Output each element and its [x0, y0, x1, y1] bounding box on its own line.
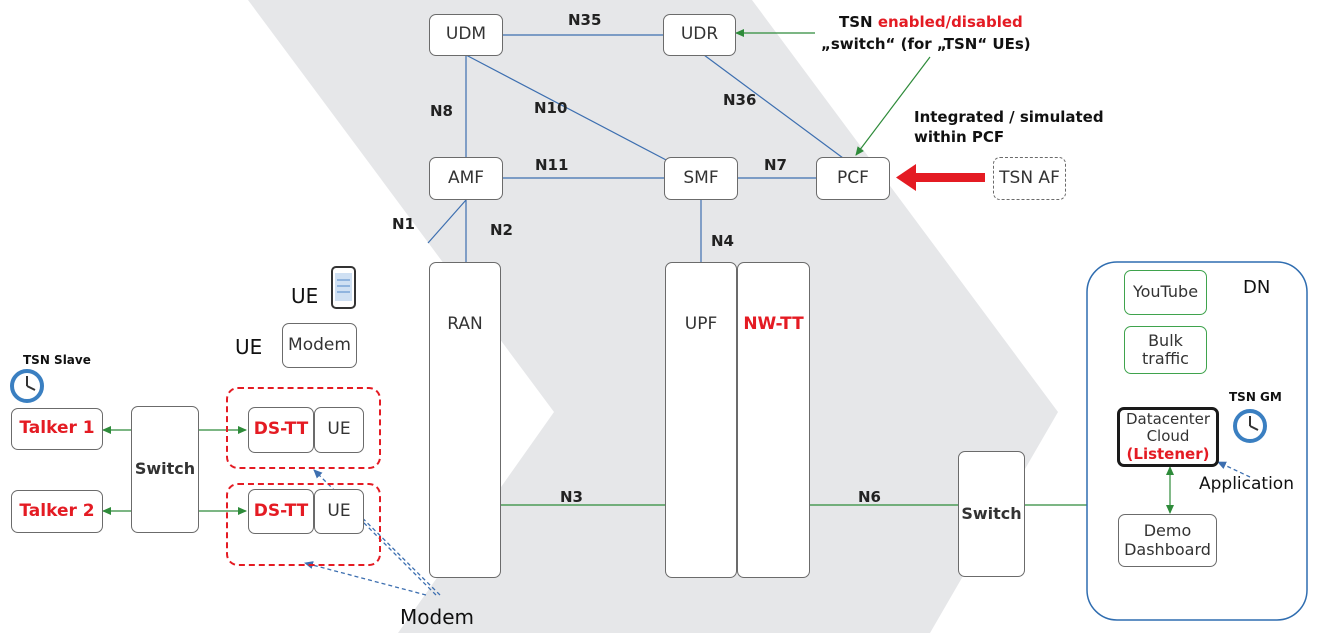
- ue-group-2: [226, 483, 381, 566]
- n11-label: N11: [535, 156, 569, 174]
- ue-group-1: [226, 387, 381, 469]
- n6-label: N6: [858, 488, 881, 506]
- tsn-af-node[interactable]: TSN AF: [993, 157, 1066, 200]
- ue-2-node[interactable]: UE: [314, 489, 364, 534]
- switch-left-node[interactable]: Switch: [131, 406, 199, 533]
- application-arrow: [1217, 461, 1251, 478]
- control-plane-links: [427, 34, 844, 262]
- tsn-af-red-arrow: [896, 164, 985, 191]
- integrated-annotation-line1: Integrated / simulated: [914, 108, 1104, 126]
- link-amf-n1: [427, 199, 467, 244]
- n2-label: N2: [490, 221, 513, 239]
- ds-tt-2-node[interactable]: DS-TT: [248, 489, 314, 534]
- listener-label: (Listener): [1126, 444, 1210, 463]
- amf-node[interactable]: AMF: [429, 157, 503, 200]
- smf-node[interactable]: SMF: [664, 157, 738, 200]
- pcf-node[interactable]: PCF: [816, 157, 890, 200]
- n36-label: N36: [723, 91, 757, 109]
- phone-icon: [331, 266, 356, 309]
- talker-2-node[interactable]: Talker 2: [11, 490, 103, 533]
- n35-label: N35: [568, 11, 602, 29]
- talker-1-node[interactable]: Talker 1: [11, 408, 103, 450]
- tsn-switch-annotation-line1: TSN enabled/disabled: [839, 13, 1023, 31]
- dn-label: DN: [1243, 277, 1271, 298]
- ue-modem-label: UE: [235, 335, 263, 359]
- clock-icon: [1233, 409, 1267, 443]
- link-udr-pcf: [703, 54, 844, 159]
- n8-label: N8: [430, 102, 453, 120]
- application-label: Application: [1199, 474, 1294, 494]
- modem-label: Modem: [400, 605, 474, 629]
- n4-label: N4: [711, 232, 734, 250]
- modem-box-node[interactable]: Modem: [282, 323, 357, 368]
- user-plane-links: [102, 29, 1174, 515]
- upf-node[interactable]: UPF: [665, 262, 737, 578]
- udm-node[interactable]: UDM: [429, 14, 503, 56]
- n7-label: N7: [764, 156, 787, 174]
- tsn-enabled-disabled: enabled/disabled: [877, 13, 1023, 31]
- datacenter-label: Datacenter Cloud: [1125, 410, 1211, 446]
- tsn-slave-label: TSN Slave: [23, 353, 91, 367]
- youtube-node[interactable]: YouTube: [1124, 270, 1207, 315]
- tsn-word: TSN: [839, 13, 873, 31]
- modem-arrow-3: [304, 561, 427, 596]
- nw-tt-node[interactable]: NW-TT: [737, 262, 810, 578]
- ue-1-node[interactable]: UE: [314, 407, 364, 453]
- n3-label: N3: [560, 488, 583, 506]
- tsn-switch-annotation-line2: „switch“ (for „TSN“ UEs): [821, 35, 1031, 53]
- n1-label: N1: [392, 215, 415, 233]
- tsn-gm-label: TSN GM: [1229, 390, 1282, 404]
- ran-node[interactable]: RAN: [429, 262, 501, 578]
- ue-phone-label: UE: [291, 284, 319, 308]
- link-udm-smf: [465, 54, 671, 163]
- integrated-annotation-line2: within PCF: [914, 128, 1005, 146]
- switch-right-node[interactable]: Switch: [958, 451, 1025, 577]
- demo-dashboard-node[interactable]: Demo Dashboard: [1118, 514, 1217, 567]
- datacenter-cloud-node[interactable]: Datacenter Cloud (Listener): [1117, 407, 1219, 467]
- modem-arrow-2: [351, 510, 437, 596]
- dn-container: [1086, 261, 1308, 621]
- bulk-traffic-node[interactable]: Bulk traffic: [1124, 326, 1207, 374]
- tsn-switch-to-pcf-arrow: [855, 56, 931, 156]
- udr-node[interactable]: UDR: [663, 14, 736, 56]
- n10-label: N10: [534, 99, 568, 117]
- clock-icon: [10, 369, 44, 403]
- ds-tt-1-node[interactable]: DS-TT: [248, 407, 314, 453]
